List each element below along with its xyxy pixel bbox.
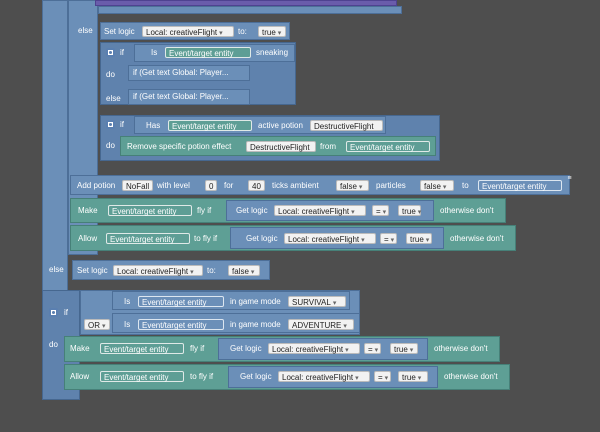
to-label: to:: [238, 27, 247, 36]
ticks-field[interactable]: 40: [248, 180, 265, 191]
event-entity-field[interactable]: Event/target entity: [168, 120, 252, 131]
else-label-inner: else: [78, 26, 93, 35]
else-label-sneak: else: [106, 94, 121, 103]
get-text-block-2[interactable]: [128, 89, 250, 105]
sneaking-label: sneaking: [256, 48, 289, 57]
eq-dropdown[interactable]: =: [372, 205, 389, 216]
get-logic-label: Get logic: [230, 344, 262, 353]
add-potion-label: Add potion: [77, 181, 116, 190]
or-dropdown[interactable]: OR: [84, 319, 110, 330]
particles-label: particles: [376, 181, 406, 190]
local-var-dropdown[interactable]: Local: creativeFlight: [278, 371, 370, 382]
to-label: to: [462, 181, 469, 190]
if-label: if: [120, 48, 124, 57]
ambient-dropdown[interactable]: false: [336, 180, 369, 191]
allow-label: Allow: [78, 234, 98, 243]
do-label: do: [106, 70, 115, 79]
event-entity-field[interactable]: Event/target entity: [106, 233, 190, 244]
from-label: from: [320, 142, 336, 151]
event-entity-field[interactable]: Event/target entity: [108, 205, 192, 216]
for-label: for: [224, 181, 234, 190]
otherwise-label: otherwise don't: [434, 344, 488, 353]
otherwise-label: otherwise don't: [450, 234, 504, 243]
get-text-block-1[interactable]: [128, 65, 250, 81]
potion-nofall-field[interactable]: NoFall: [122, 180, 153, 191]
remove-effect-label: Remove specific potion effect: [127, 142, 232, 151]
active-potion-label: active potion: [258, 121, 303, 130]
get-logic-label: Get logic: [236, 206, 268, 215]
local-var-dropdown[interactable]: Local: creativeFlight: [268, 343, 360, 354]
gear-icon[interactable]: [49, 308, 58, 317]
mode-dropdown[interactable]: ADVENTURE: [288, 319, 354, 330]
get-text-label-1: if (Get text Global: Player...: [133, 68, 229, 77]
is-label: Is: [124, 320, 131, 329]
in-game-mode-label: in game mode: [230, 297, 281, 306]
otherwise-label: otherwise don't: [444, 372, 498, 381]
menu-icon[interactable]: ≡: [567, 175, 572, 182]
has-label: Has: [146, 121, 161, 130]
make-label: Make: [78, 206, 98, 215]
if-label: if: [120, 120, 124, 129]
allow-label: Allow: [70, 372, 90, 381]
to-label: to:: [207, 266, 216, 275]
true-dropdown[interactable]: true: [258, 26, 286, 37]
local-var-dropdown[interactable]: Local: creativeFlight: [113, 265, 203, 276]
local-var-dropdown[interactable]: Local: creativeFlight: [284, 233, 376, 244]
gear-icon[interactable]: [106, 48, 115, 57]
purple-block-top[interactable]: [95, 0, 397, 6]
event-entity-field[interactable]: Event/target entity: [346, 141, 430, 152]
get-logic-label: Get logic: [246, 234, 278, 243]
true-dropdown[interactable]: true: [406, 233, 432, 244]
eq-dropdown[interactable]: =: [364, 343, 381, 354]
fly-if-label: fly if: [190, 344, 205, 353]
block-top-strip[interactable]: [98, 6, 402, 14]
ticks-ambient-label: ticks ambient: [272, 181, 319, 190]
get-logic-label: Get logic: [240, 372, 272, 381]
to-fly-if-label: to fly if: [190, 372, 214, 381]
event-entity-field[interactable]: Event/target entity: [100, 343, 184, 354]
mode-dropdown[interactable]: SURVIVAL: [288, 296, 346, 307]
otherwise-label: otherwise don't: [440, 206, 494, 215]
event-entity-field[interactable]: Event/target entity: [165, 47, 251, 58]
potion-name-field[interactable]: DestructiveFlight: [246, 141, 316, 152]
in-game-mode-label: in game mode: [230, 320, 281, 329]
make-label: Make: [70, 344, 90, 353]
gear-icon[interactable]: [106, 120, 115, 129]
particles-dropdown[interactable]: false: [420, 180, 454, 191]
false-dropdown[interactable]: false: [228, 265, 260, 276]
fly-if-label: fly if: [197, 206, 212, 215]
is-label: Is: [151, 48, 158, 57]
set-logic-label: Set logic: [77, 266, 108, 275]
eq-dropdown[interactable]: =: [380, 233, 397, 244]
true-dropdown[interactable]: true: [398, 371, 428, 382]
local-var-dropdown[interactable]: Local: creativeFlight: [142, 26, 234, 37]
event-entity-field[interactable]: Event/target entity: [478, 180, 562, 191]
level-field[interactable]: 0: [205, 180, 217, 191]
local-var-dropdown[interactable]: Local: creativeFlight: [274, 205, 366, 216]
get-text-label-2: if (Get text Global: Player...: [133, 92, 229, 101]
event-entity-field[interactable]: Event/target entity: [138, 319, 224, 330]
else-label-outer: else: [49, 265, 64, 274]
true-dropdown[interactable]: true: [390, 343, 418, 354]
is-label: Is: [124, 297, 131, 306]
true-dropdown[interactable]: true: [398, 205, 421, 216]
if-label: if: [64, 308, 68, 317]
event-entity-field[interactable]: Event/target entity: [100, 371, 184, 382]
do-label: do: [49, 340, 58, 349]
with-level-label: with level: [157, 181, 190, 190]
event-entity-field[interactable]: Event/target entity: [138, 296, 224, 307]
potion-name-field[interactable]: DestructiveFlight: [310, 120, 383, 131]
set-logic-label: Set logic: [104, 27, 135, 36]
do-label: do: [106, 141, 115, 150]
to-fly-if-label: to fly if: [194, 234, 218, 243]
eq-dropdown[interactable]: =: [374, 371, 391, 382]
